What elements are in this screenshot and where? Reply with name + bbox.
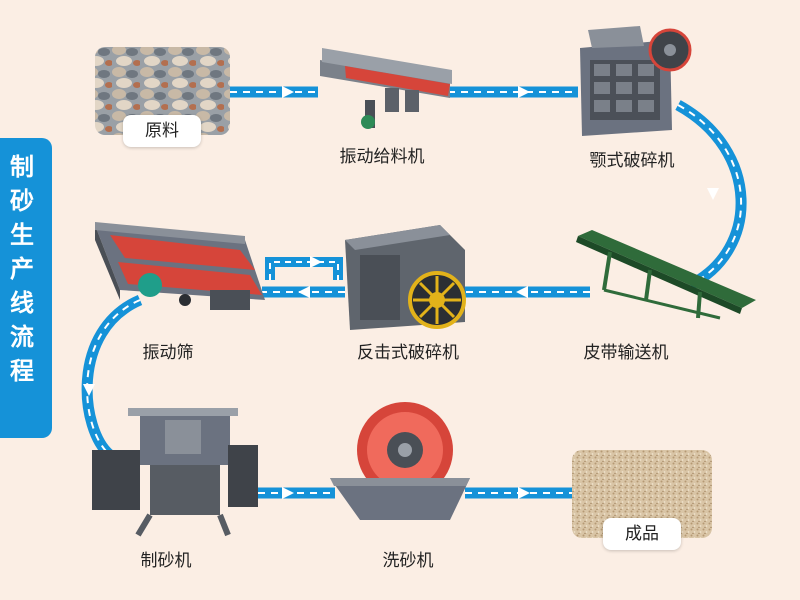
vibrating-screen-machine — [95, 222, 265, 310]
sand-making-machine — [92, 408, 258, 537]
finished-product-image — [572, 450, 712, 538]
jaw-crusher-machine — [580, 26, 692, 136]
vibrating-screen-label: 振动筛 — [142, 343, 194, 363]
impact-crusher-label: 反击式破碎机 — [357, 343, 459, 363]
jaw-crusher-label: 颚式破碎机 — [589, 151, 675, 171]
belt-conveyor-machine — [576, 230, 756, 320]
sand-washer-label: 洗砂机 — [382, 551, 434, 571]
belt-conveyor-label: 皮带输送机 — [583, 343, 669, 363]
vibrating-feeder-machine — [320, 48, 452, 129]
sand-making-label: 制砂机 — [140, 551, 192, 571]
vibrating-feeder-label: 振动给料机 — [339, 147, 425, 167]
flow-path — [81, 86, 747, 499]
raw-material-image — [95, 47, 230, 135]
side-title-tab — [0, 138, 52, 438]
sand-washer-machine — [330, 402, 470, 520]
page-title: 制 砂 生 产 线 流 程 — [10, 153, 34, 385]
raw-material-label: 原料 — [123, 115, 201, 147]
finished-product-label: 成品 — [603, 518, 681, 550]
impact-crusher-machine — [345, 225, 466, 330]
